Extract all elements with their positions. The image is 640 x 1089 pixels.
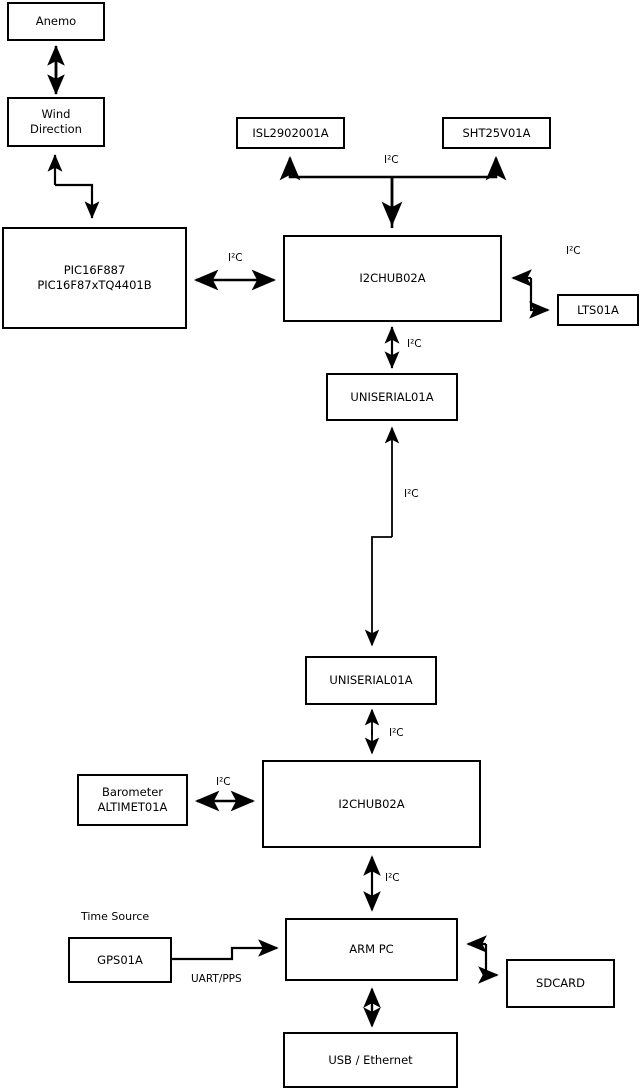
connector-hub-top-lts (511, 269, 550, 319)
node-barometer-altimet01a[interactable]: Barometer ALTIMET01A (77, 774, 188, 826)
connector-winddirection-pic (47, 154, 100, 219)
edge-label-hub-uniserial: I²C (407, 338, 422, 350)
node-gps01a[interactable]: GPS01A (68, 937, 172, 983)
node-isl2902001a[interactable]: ISL2902001A (236, 117, 345, 149)
node-sdcard[interactable]: SDCARD (506, 959, 615, 1008)
node-i2chub02a-top[interactable]: I2CHUB02A (283, 235, 502, 322)
label-time-source: Time Source (81, 910, 150, 923)
node-lts01a[interactable]: LTS01A (557, 294, 639, 326)
edge-label-hub-bottom-armpc: I²C (385, 872, 400, 884)
edge-label-uniserial-link: I²C (404, 488, 419, 500)
node-pic-microcontroller[interactable]: PIC16F887 PIC16F87xTQ4401B (2, 227, 187, 329)
node-uniserial01a-bottom[interactable]: UNISERIAL01A (305, 656, 437, 705)
node-i2chub02a-bottom[interactable]: I2CHUB02A (262, 760, 481, 848)
connector-gps-armpc (172, 939, 279, 961)
connector-armpc-sdcard (466, 935, 499, 984)
connector-uniserial-top-uniserial-bottom (364, 426, 400, 647)
edge-label-uniserial-hub-bottom: I²C (389, 727, 404, 739)
edge-label-gps-armpc-uart-pps: UART/PPS (191, 973, 242, 985)
node-anemo[interactable]: Anemo (7, 2, 105, 41)
node-arm-pc[interactable]: ARM PC (285, 918, 458, 981)
connector-hub-top-sensors (279, 155, 507, 228)
edge-label-hub-lts: I²C (566, 245, 581, 257)
node-sht25v01a[interactable]: SHT25V01A (442, 117, 551, 149)
edge-label-hub-sensors: I²C (384, 154, 399, 166)
edge-label-barometer-hub-bottom: I²C (216, 776, 231, 788)
node-uniserial01a-top[interactable]: UNISERIAL01A (326, 373, 458, 421)
edge-label-pic-hub: I²C (228, 252, 243, 264)
node-wind-direction[interactable]: Wind Direction (7, 97, 105, 147)
node-usb-ethernet[interactable]: USB / Ethernet (283, 1032, 458, 1088)
